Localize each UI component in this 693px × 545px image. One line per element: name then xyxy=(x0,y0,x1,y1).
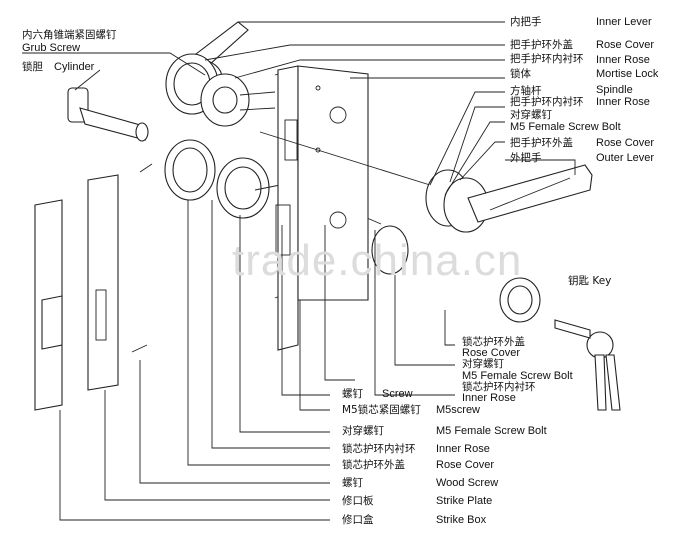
cyl-inner-rose-cn-label: 锁芯护环内衬环 xyxy=(462,381,536,393)
bottom-inner-rose-en-label: Inner Rose xyxy=(436,443,490,455)
inner-lever-cn-label: 内把手 xyxy=(510,16,542,28)
grub-screw-en-label: Grub Screw xyxy=(22,42,81,54)
mortise-lock-part xyxy=(275,65,369,351)
strike-plate-en-label: Strike Plate xyxy=(436,495,493,507)
strike-box-part xyxy=(34,199,63,411)
cyl-bolt-en-label: M5 Female Screw Bolt xyxy=(462,370,573,382)
grub-screw-cn-label: 内六角锥端紧固螺钉 xyxy=(22,29,117,41)
bottom-inner-rose-cn-label: 锁芯护环内衬环 xyxy=(342,443,416,455)
strike-plate-cn-label: 修口板 xyxy=(342,495,374,507)
spindle-cn-label: 方轴杆 xyxy=(510,85,542,97)
rose-cover-2-cn-label: 把手护环外盖 xyxy=(510,137,573,149)
inner-rose-cn-label: 把手护环内衬环 xyxy=(510,53,584,65)
screw-cn-label: 螺钉 xyxy=(342,388,363,400)
key-label: 钥匙 Key xyxy=(568,275,612,287)
outer-lever-en-label: Outer Lever xyxy=(596,152,655,164)
rose-cover-cn-label: 把手护环外盖 xyxy=(510,39,573,51)
upper-rose-parts xyxy=(165,53,276,127)
cyl-rose-cover-en-label: Rose Cover xyxy=(462,347,521,359)
screw-en-label: Screw xyxy=(382,388,413,400)
cyl-inner-rose-en-label: Inner Rose xyxy=(462,392,516,404)
cylinder-rose-right xyxy=(371,225,541,323)
inner-rose-en-label: Inner Rose xyxy=(596,54,650,66)
leader-cylinder xyxy=(74,69,101,91)
strike-plate-part xyxy=(87,174,119,391)
inner-rose-2-en-label: Inner Rose xyxy=(596,96,650,108)
lower-rose-parts xyxy=(164,139,281,219)
spindle-line xyxy=(259,131,431,186)
bottom-rose-cover-en-label: Rose Cover xyxy=(436,459,495,471)
mortise-lock-cn-label: 锁体 xyxy=(510,68,531,80)
cylinder-part xyxy=(67,87,149,142)
rose-cover-en-label: Rose Cover xyxy=(596,39,655,51)
bottom-rose-cover-cn-label: 锁芯护环外盖 xyxy=(342,459,405,471)
rose-cover-2-en-label: Rose Cover xyxy=(596,137,655,149)
keys-part xyxy=(554,319,621,411)
cylinder-cn-label: 锁胆 xyxy=(22,61,43,73)
cylinder-en-label: Cylinder xyxy=(54,61,95,73)
leader-lines-bottom xyxy=(59,200,455,521)
cyl-rose-cover-cn-label: 锁芯护环外盖 xyxy=(462,336,525,348)
wood-screw-en-label: Wood Screw xyxy=(436,477,499,489)
cyl-bolt-cn-label: 对穿螺钉 xyxy=(462,358,504,370)
female-bolt-en-label: M5 Female Screw Bolt xyxy=(436,425,547,437)
outer-lever-part xyxy=(425,164,593,233)
m5screw-en-label: M5screw xyxy=(436,404,481,416)
spindle-en-label: Spindle xyxy=(596,84,633,96)
screw-bolt-en-label: M5 Female Screw Bolt xyxy=(510,121,621,133)
outer-lever-cn-label: 外把手 xyxy=(510,152,542,164)
leader-lines-top xyxy=(204,21,576,196)
m5screw-cn-label: M5锁芯紧固螺钉 xyxy=(342,404,421,416)
inner-lever-en-label: Inner Lever xyxy=(596,16,652,28)
mortise-lock-en-label: Mortise Lock xyxy=(596,68,659,80)
leader-grub-screw xyxy=(22,52,206,76)
strike-box-cn-label: 修口盒 xyxy=(342,514,374,526)
wood-screw-cn-label: 螺钉 xyxy=(342,477,363,489)
inner-rose-2-cn-label: 把手护环内衬环 xyxy=(510,96,584,108)
screw-bolt-cn-label: 对穿螺钉 xyxy=(510,109,552,121)
strike-box-en-label: Strike Box xyxy=(436,514,487,526)
female-bolt-cn-label: 对穿螺钉 xyxy=(342,425,384,437)
